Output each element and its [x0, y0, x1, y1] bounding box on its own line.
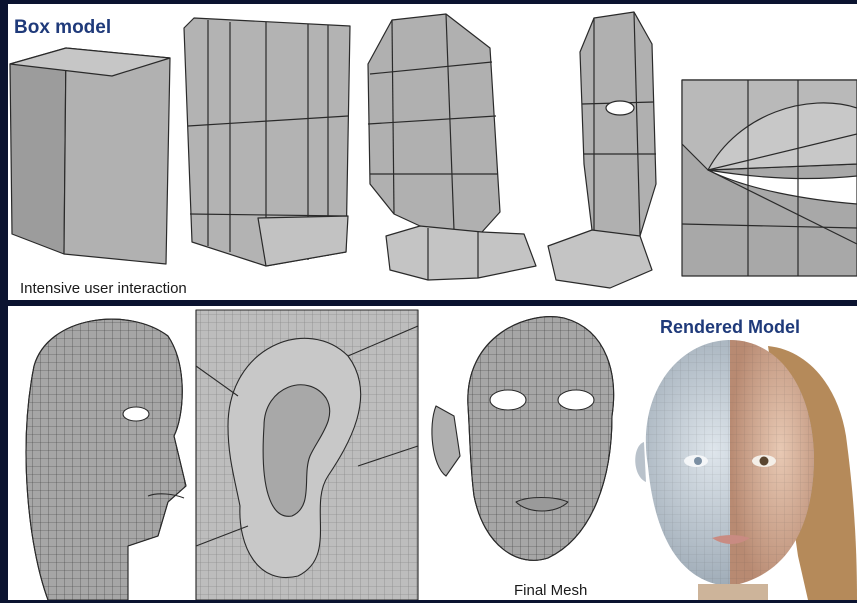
interaction-caption: Intensive user interaction [20, 280, 187, 297]
rendered-model-title: Rendered Model [660, 317, 800, 338]
box-model-stages-illustration [8, 4, 857, 300]
final-mesh-caption: Final Mesh [514, 582, 587, 599]
stage-eye-nose-mesh [548, 12, 656, 288]
stage-eye-detail-mesh [682, 80, 857, 276]
stage-box-mesh [10, 48, 170, 264]
stage-subdivided-mesh [184, 18, 350, 266]
stage-head-block-mesh [368, 14, 536, 280]
ear-detail-mesh [196, 310, 418, 600]
box-model-panel: Box model Intensive user interaction [8, 4, 857, 300]
box-model-title: Box model [14, 17, 111, 39]
final-mesh-illustration [8, 306, 857, 600]
final-mesh-panel: Final Mesh Rendered Model [8, 306, 857, 600]
head-side-mesh [26, 319, 186, 600]
head-front-mesh [432, 317, 614, 561]
rendered-face [635, 340, 857, 600]
